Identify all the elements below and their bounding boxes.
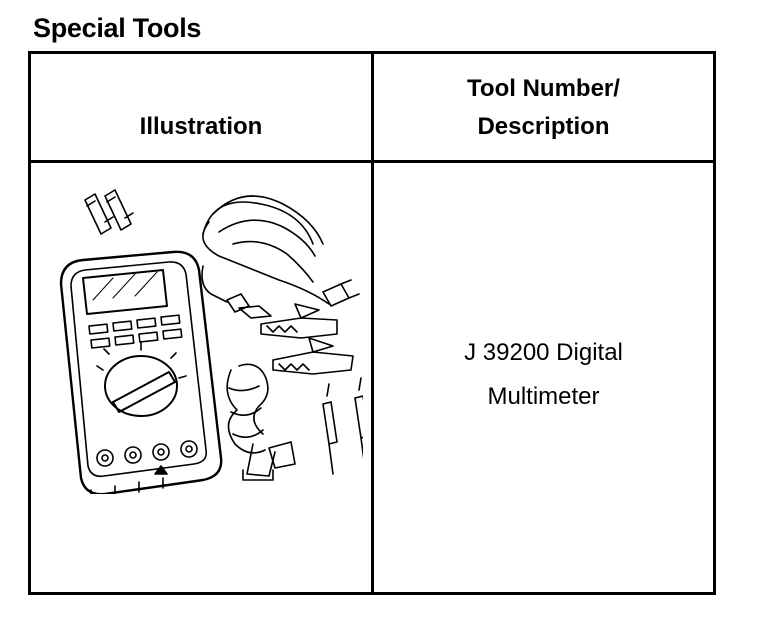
header-tool-number-line2: Description [477, 113, 610, 140]
header-illustration: Illustration [31, 54, 371, 160]
header-tool-number-line1: Tool Number/ [467, 75, 620, 102]
page-title: Special Tools [33, 13, 202, 43]
digital-multimeter-kit-icon [59, 189, 363, 494]
fuse-icon [84, 189, 134, 235]
column-divider [371, 54, 374, 592]
header-illustration-label: Illustration [139, 113, 263, 140]
test-probe-icon [322, 377, 363, 475]
tool-description: J 39200 Digital Multimeter [374, 331, 713, 419]
special-tools-table: Illustration Tool Number/ Description [28, 51, 716, 595]
coiled-lead-icon [226, 363, 296, 481]
header-tool-number: Tool Number/ Description [374, 54, 713, 160]
test-leads-icon [201, 195, 360, 319]
header-divider [31, 160, 713, 163]
multimeter-body-icon [59, 250, 223, 494]
tool-description-line1: J 39200 Digital [464, 339, 623, 366]
tool-description-line2: Multimeter [487, 383, 600, 410]
alligator-clip-icon [260, 303, 354, 375]
